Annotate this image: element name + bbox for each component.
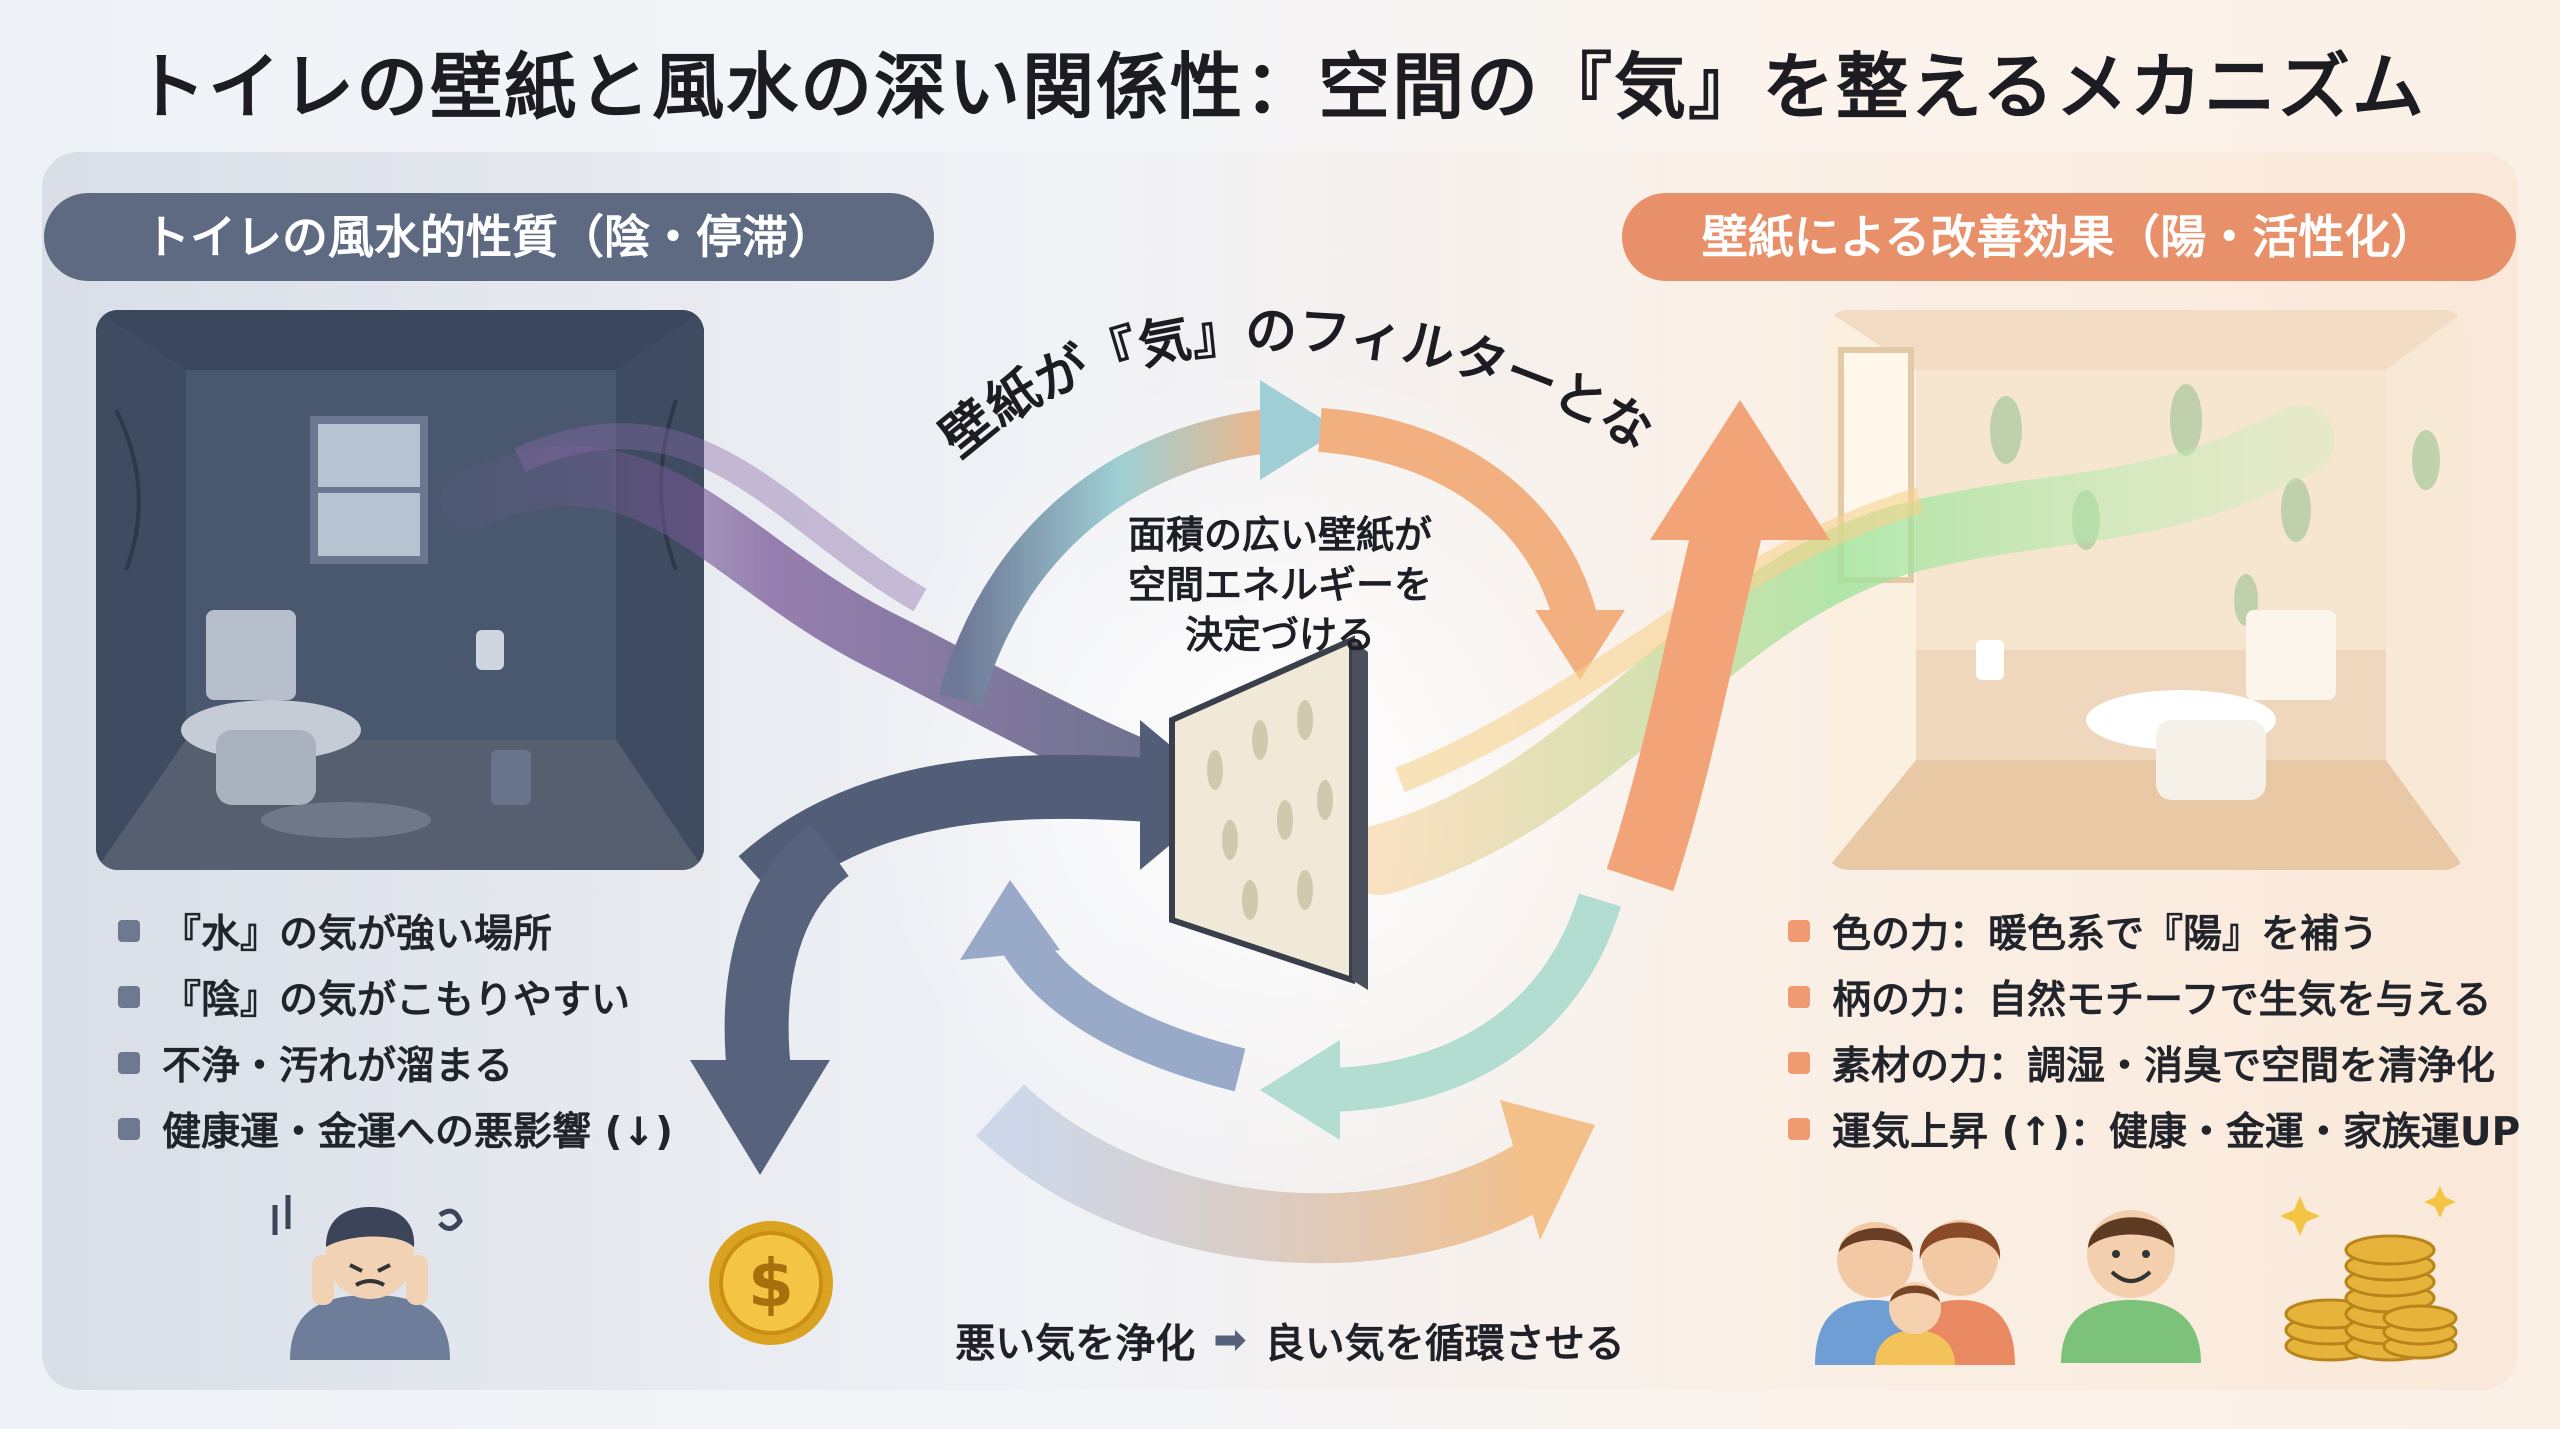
downward-arrowhead [690,1060,830,1175]
good-energy-stream [1345,405,2335,895]
wall-label-line-2: 空間エネルギーを [1127,563,1432,607]
list-item-text: 柄の力：自然モチーフで生気を与える [1832,978,2492,1023]
bad-energy-stream [440,446,1250,830]
list-item-text: 素材の力：調湿・消臭で空間を清浄化 [1832,1044,2496,1089]
list-item: 色の力：暖色系で『陽』を補う [1788,898,2520,964]
wall-label-line-3: 決定づける [1184,613,1375,657]
bullet [1788,1118,1810,1140]
list-item: 『水』の気が強い場所 [118,898,673,964]
list-item-text: 色の力：暖色系で『陽』を補う [1832,912,2379,957]
page-title: トイレの壁紙と風水の深い関係性：空間の『気』を整えるメカニズム [134,45,2426,129]
wall-label: 面積の広い壁紙が 空間エネルギーを 決定づける [1090,510,1470,660]
flow-left-text: 悪い気を浄化 [955,1321,1196,1367]
bullet [118,986,140,1008]
list-item: 素材の力：調湿・消臭で空間を清浄化 [1788,1030,2520,1096]
left-header: トイレの風水的性質（陰・停滞） [44,193,934,281]
family-icon [1815,1190,2015,1365]
list-item: 『陰』の気がこもりやすい [118,964,673,1030]
list-item: 運気上昇 (↑)：健康・金運・家族運UP [1788,1096,2520,1162]
bullet [1788,920,1810,942]
list-item-text: 運気上昇 (↑)：健康・金運・家族運UP [1832,1110,2521,1155]
svg-text:$: $ [748,1245,794,1322]
bullet [118,1052,140,1074]
coin-stacks-icon [2270,1186,2470,1366]
list-item: 不浄・汚れが溜まる [118,1030,673,1096]
bad-energy-wisp [514,423,927,612]
bullet [1788,1052,1810,1074]
wall-label-line-1: 面積の広い壁紙が [1127,513,1432,557]
list-item-text: 不浄・汚れが溜まる [162,1044,514,1089]
upward-arrowhead [1650,400,1830,540]
bottom-sweep-arrowhead [1500,1100,1595,1240]
cycle-arrowhead-top [1260,380,1340,480]
downward-arrow [724,823,850,1084]
cycle-arrow-top-left [938,408,1282,706]
good-energy-wisp [1395,487,1924,793]
cycle-arrow-bottom-right [1319,893,1622,1112]
right-header: 壁紙による改善効果（陽・活性化） [1622,193,2516,281]
dark-toilet-illustration [96,310,704,870]
wallpaper-panel [1169,635,1368,990]
list-item: 健康運・金運への悪影響 (↓) [118,1096,673,1162]
bullet [1788,986,1810,1008]
happy-person-icon [2056,1188,2206,1363]
upward-arrow [1606,511,1764,892]
list-item-text: 『水』の気が強い場所 [162,912,553,957]
list-item: 柄の力：自然モチーフで生気を与える [1788,964,2520,1030]
left-list: 『水』の気が強い場所 『陰』の気がこもりやすい 不浄・汚れが溜まる 健康運・金運… [118,898,673,1162]
cycle-arrowhead-right [1535,610,1625,680]
bottom-sweep-arrow [976,1084,1559,1264]
bullet [118,1118,140,1140]
list-item-text: 健康運・金運への悪影響 (↓) [162,1110,673,1155]
right-list: 色の力：暖色系で『陽』を補う 柄の力：自然モチーフで生気を与える 素材の力：調湿… [1788,898,2520,1162]
cycle-arrowhead-left [960,880,1060,960]
stressed-person-icon [270,1185,470,1360]
flow-arrow-icon: ➡ [1213,1317,1247,1363]
bullet [118,920,140,942]
cycle-arrow-top-right [1318,408,1602,645]
bottom-flow-caption: 悪い気を浄化 ➡ 良い気を循環させる [930,1310,1650,1370]
flow-right-text: 良い気を循環させる [1264,1321,1625,1367]
list-item-text: 『陰』の気がこもりやすい [162,978,631,1023]
cycle-arrowhead-bottom [1260,1040,1340,1140]
dollar-coin-icon: $ [706,1218,836,1348]
